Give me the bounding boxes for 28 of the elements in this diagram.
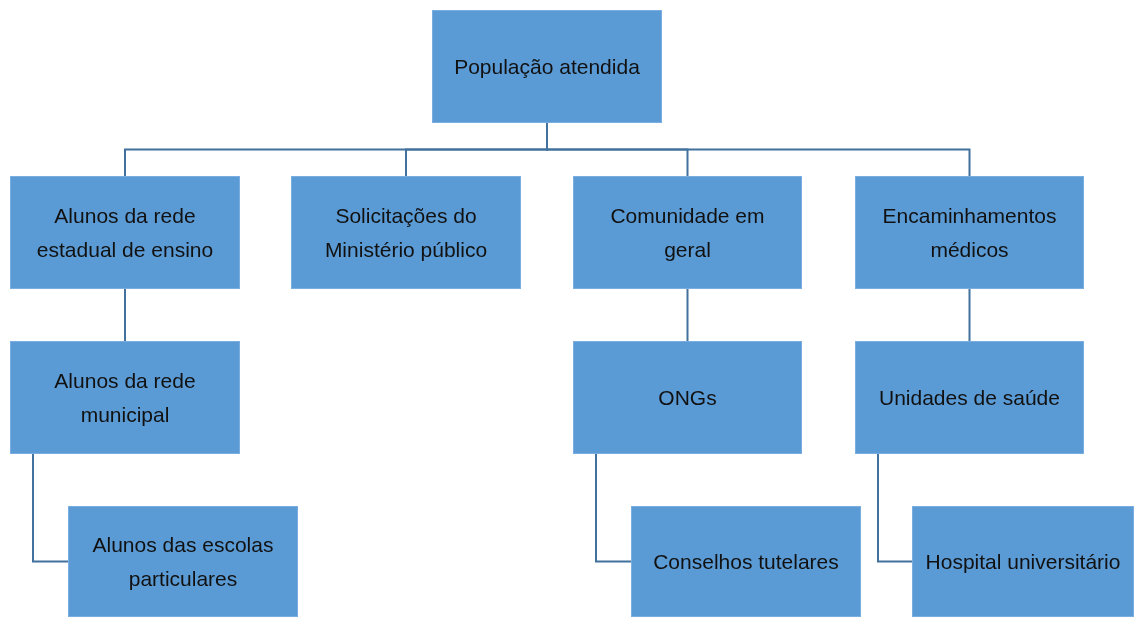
org-box (573, 341, 802, 454)
org-box (68, 506, 298, 617)
org-box (10, 341, 240, 454)
box-label: Encaminhamentos médicos (881, 202, 1058, 263)
box-label: Alunos da rede estadual de ensino (35, 202, 215, 263)
org-box (432, 10, 662, 123)
connector-line (124, 288, 126, 342)
box-label: Comunidade em geral (609, 202, 766, 263)
box-label: População atendida (454, 53, 640, 80)
connector-line (968, 288, 971, 342)
org-box (912, 506, 1134, 617)
connector-line (595, 453, 632, 563)
box-label: Alunos das escolas particulares (91, 531, 275, 592)
org-box (631, 506, 861, 617)
org-box (855, 341, 1084, 454)
org-box (573, 176, 802, 289)
connector-line (877, 453, 913, 563)
box-label: Solicitações do Ministério público (323, 202, 489, 263)
org-box (10, 176, 240, 289)
box-label: ONGs (658, 384, 717, 411)
box-label: Unidades de saúde (879, 384, 1060, 411)
box-label: Hospital universitário (925, 548, 1121, 575)
org-box (855, 176, 1084, 289)
box-label: Conselhos tutelares (653, 548, 839, 575)
box-label: Alunos da rede municipal (53, 367, 197, 428)
org-box (291, 176, 521, 289)
connector-line (32, 453, 69, 563)
connector-line (686, 288, 689, 342)
